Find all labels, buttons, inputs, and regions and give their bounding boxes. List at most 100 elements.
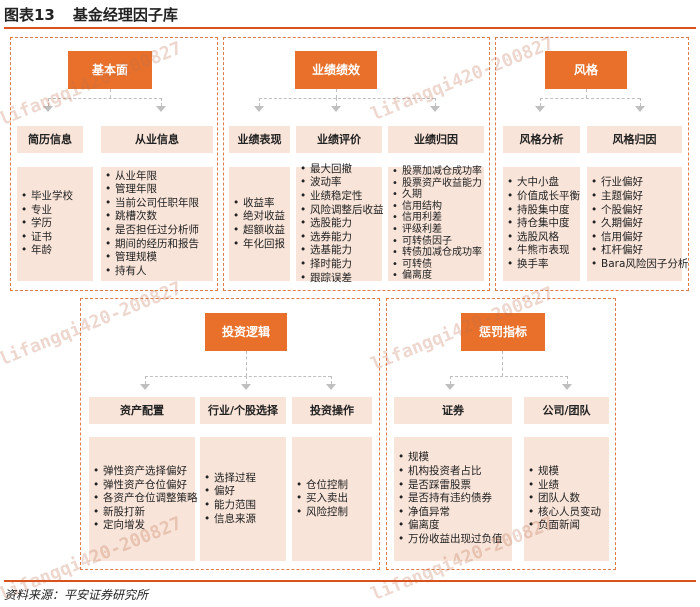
connector xyxy=(110,89,111,98)
list-item: 久期 xyxy=(392,189,482,201)
arrow-icon xyxy=(140,384,150,390)
list-item: 偏离度 xyxy=(398,519,503,533)
list-item: 信用利差 xyxy=(392,212,482,224)
sub-industry-stock: 行业/个股选择 xyxy=(200,397,286,424)
list-item: 证书 xyxy=(21,231,73,245)
list-performance-attrib: 股票加减仓成功率 股票资产收益能力 久期 信用结构 信用利差 评级利差 可转债因… xyxy=(388,166,484,282)
connector xyxy=(540,98,541,106)
sub-asset-allocation: 资产配置 xyxy=(89,397,195,424)
sub-performance-result: 业绩表现 xyxy=(229,126,290,153)
list-item: 偏好 xyxy=(204,485,256,499)
connector xyxy=(246,351,247,376)
list-industry-stock: 选择过程 偏好 能力范围 信息来源 xyxy=(200,437,286,561)
connector xyxy=(540,98,640,99)
header-basic: 基本面 xyxy=(68,51,152,89)
arrow-icon xyxy=(156,106,166,112)
connector xyxy=(502,351,503,376)
list-item: 业绩 xyxy=(528,479,601,493)
section-penalty xyxy=(386,298,616,570)
figure-title: 图表13 基金经理因子库 xyxy=(4,3,696,29)
list-item: 择时能力 xyxy=(300,258,384,272)
list-securities: 规模 机构投资者占比 是否踩雷股票 是否持有违约债券 净值异常 偏离度 万份收益… xyxy=(394,437,512,561)
list-item: 信息来源 xyxy=(204,513,256,527)
sub-performance-attrib: 业绩归因 xyxy=(388,126,484,153)
connector xyxy=(259,98,435,99)
connector xyxy=(586,89,587,98)
connector xyxy=(336,89,337,98)
list-item: 主题偏好 xyxy=(591,190,688,204)
list-item: 当前公司任职年限 xyxy=(105,197,199,211)
list-item: 可转债因子 xyxy=(392,236,482,248)
list-item: 管理规模 xyxy=(105,251,199,265)
list-item: 毕业学校 xyxy=(21,190,73,204)
list-item: 偏离度 xyxy=(392,270,482,282)
connector xyxy=(246,376,247,384)
connector xyxy=(48,98,49,106)
list-item: 评级利差 xyxy=(392,224,482,236)
list-item: 久期偏好 xyxy=(591,217,688,231)
list-item: 转债加减仓成功率 xyxy=(392,247,482,259)
list-item: 万份收益出现过负值 xyxy=(398,533,503,547)
sub-career-info: 从业信息 xyxy=(101,126,213,153)
list-item: 年龄 xyxy=(21,244,73,258)
list-item: 绝对收益 xyxy=(233,210,285,224)
header-style: 风格 xyxy=(545,51,627,89)
list-item: 团队人数 xyxy=(528,492,601,506)
list-item: 波动率 xyxy=(300,176,384,190)
connector xyxy=(161,98,162,106)
list-item: 跟踪误差 xyxy=(300,272,384,286)
list-item: 弹性资产选择偏好 xyxy=(93,465,198,479)
list-item: 仓位控制 xyxy=(296,479,348,493)
list-item: 股票加减仓成功率 xyxy=(392,166,482,178)
arrow-icon xyxy=(445,384,455,390)
arrow-icon xyxy=(635,106,645,112)
list-item: 最大回撤 xyxy=(300,163,384,177)
header-performance: 业绩绩效 xyxy=(295,51,377,89)
arrow-icon xyxy=(43,106,53,112)
list-item: 选股风格 xyxy=(507,231,580,245)
list-item: 牛熊市表现 xyxy=(507,244,580,258)
list-item: 规模 xyxy=(528,465,601,479)
list-item: 收益率 xyxy=(233,197,285,211)
list-item: 杠杆偏好 xyxy=(591,244,688,258)
header-penalty: 惩罚指标 xyxy=(461,313,545,351)
list-item: 从业年限 xyxy=(105,170,199,184)
list-item: 买入卖出 xyxy=(296,492,348,506)
header-invest-logic: 投资逻辑 xyxy=(205,313,287,351)
list-item: 跳槽次数 xyxy=(105,210,199,224)
list-item: 是否踩雷股票 xyxy=(398,479,503,493)
list-item: 年化回报 xyxy=(233,238,285,252)
list-item: 业绩稳定性 xyxy=(300,190,384,204)
list-item: 选择过程 xyxy=(204,472,256,486)
section-basic xyxy=(10,37,218,291)
figure-number: 图表13 xyxy=(4,6,55,24)
list-asset-allocation: 弹性资产选择偏好 弹性资产仓位偏好 各资产仓位调整策略 新股打新 定向增发 xyxy=(89,437,198,561)
list-item: 新股打新 xyxy=(93,506,198,520)
list-item: 净值异常 xyxy=(398,506,503,520)
arrow-icon xyxy=(430,106,440,112)
connector xyxy=(336,98,337,106)
list-item: 选基能力 xyxy=(300,244,384,258)
connector xyxy=(450,376,568,377)
sub-performance-eval: 业绩评价 xyxy=(296,126,382,153)
section-style xyxy=(495,37,689,291)
list-item: 股票资产收益能力 xyxy=(392,178,482,190)
source-note: 资料来源：平安证券研究所 xyxy=(4,580,696,603)
section-invest-logic xyxy=(80,298,380,570)
arrow-icon xyxy=(241,384,251,390)
list-item: Bara风险因子分析 xyxy=(591,258,688,272)
list-item: 管理年限 xyxy=(105,183,199,197)
section-performance xyxy=(223,37,490,291)
list-item: 可转债 xyxy=(392,259,482,271)
arrow-icon xyxy=(331,106,341,112)
list-item: 行业偏好 xyxy=(591,176,688,190)
list-item: 机构投资者占比 xyxy=(398,465,503,479)
list-invest-operation: 仓位控制 买入卖出 风险控制 xyxy=(292,437,372,561)
sub-resume-info: 简历信息 xyxy=(17,126,83,153)
figure-title-text: 基金经理因子库 xyxy=(72,6,178,24)
list-performance-eval: 最大回撤 波动率 业绩稳定性 风险调整后收益 选股能力 选券能力 选基能力 择时… xyxy=(296,163,384,285)
list-item: 信用偏好 xyxy=(591,231,688,245)
list-item: 核心人员变动 xyxy=(528,506,601,520)
connector xyxy=(145,376,146,384)
list-item: 持仓集中度 xyxy=(507,217,580,231)
